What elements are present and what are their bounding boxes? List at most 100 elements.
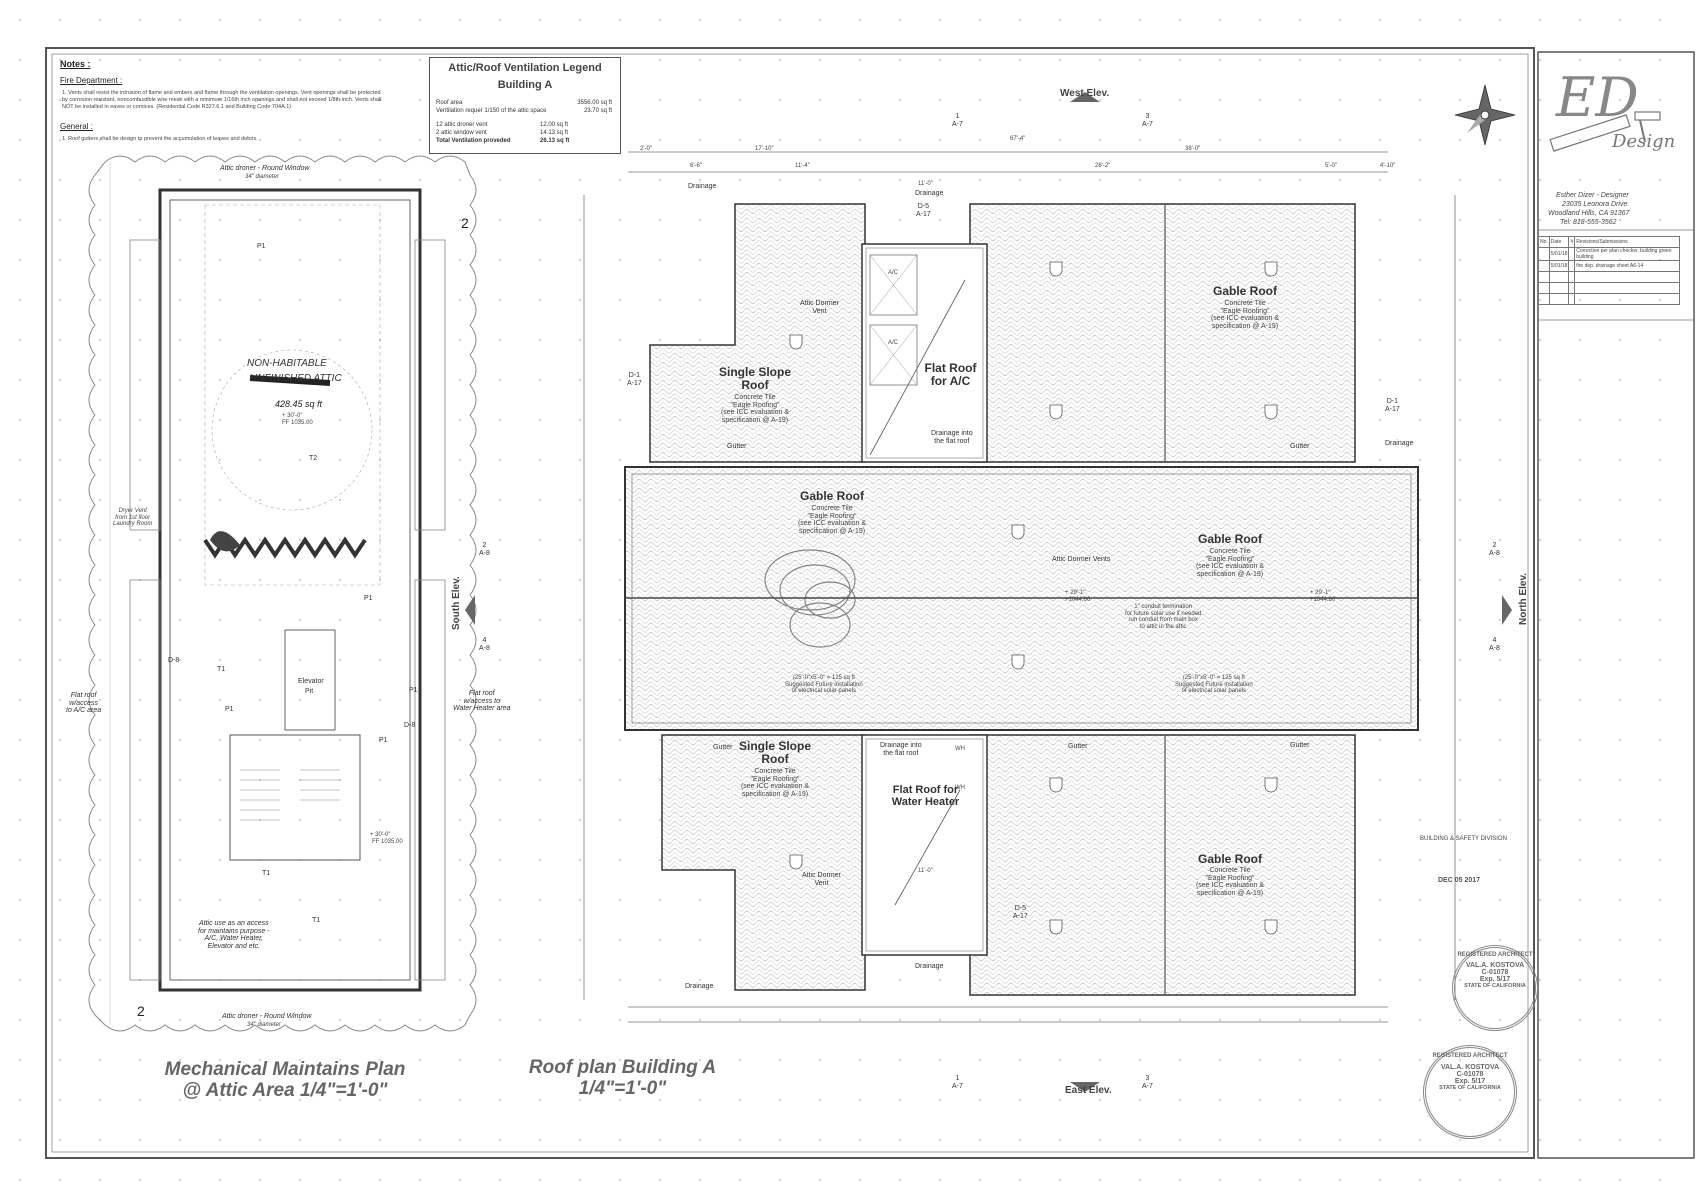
attic-label-1: NON-HABITABLE (247, 358, 327, 369)
legend-window-vent-label: 2 attic window vent (436, 130, 487, 136)
revisions-header-row: No. Date # Revisions/Submissions (1538, 236, 1680, 248)
table-row (1538, 293, 1680, 305)
attic-dormer-vents-note: Attic Dormer Vents (1052, 556, 1111, 563)
legend-roof-area-value: 3556.00 sq ft (577, 100, 612, 106)
stamp-exp: Exp. 5/17 (1454, 1078, 1486, 1085)
designer-logo (1549, 111, 1661, 152)
approval-date: DEC 05 2017 (1438, 877, 1481, 884)
tag-p1-a: P1 (257, 243, 266, 250)
attic-elev-2: FF 1035.00 (282, 420, 313, 426)
ac-label-1: A/C (888, 270, 899, 276)
stamp-name: VAL.A. KOSTOVA (1465, 962, 1525, 969)
attic-use-note: Attic use as an access for maintains pur… (198, 920, 270, 951)
architect-stamp-top: REGISTERED ARCHITECT VAL.A. KOSTOVA C-01… (1452, 945, 1538, 1031)
gable-roof-ne-sub: Concrete Tile "Eagle Roofing" (see ICC e… (1210, 300, 1280, 331)
drainage-flat-note-2: Drainage into the flat roof (880, 742, 922, 757)
section-tag-3-top: 3 A-7 (1142, 113, 1153, 128)
section-tag-2-left: 2 A-8 (479, 542, 490, 557)
east-elev-label: East Elev. (1065, 1085, 1112, 1096)
gutter-note-3: Gutter (713, 744, 733, 751)
north-elev-label: North Elev. (1518, 572, 1529, 625)
designer-phone: Tel: 818-555-3562 (1560, 219, 1617, 226)
elevator-label: Elevator (298, 678, 324, 685)
table-row: 5/01/18 Correction per plan checker, bui… (1538, 247, 1680, 261)
wh-label-2: WH (955, 785, 965, 791)
designer-address-1: 23035 Leonora Drive (1562, 201, 1628, 208)
conduit-note: 1" conduit termination for future solar … (1125, 604, 1202, 630)
revisions-table: No. Date # Revisions/Submissions 5/01/18… (1538, 236, 1680, 305)
flat-roof-ac-title: Flat Roof for A/C (924, 361, 977, 389)
section-tag-1-bottom: 1 A-7 (952, 1075, 963, 1090)
flat-roof-wh-note: Flat roof w/access to Water Heater area (453, 690, 511, 713)
logo-word: Design (1612, 131, 1676, 152)
rev-cell (1538, 260, 1550, 272)
table-row: 5/01/18 fire dep. drainage sheet A6-14 (1538, 260, 1680, 272)
architect-stamp-bottom: REGISTERED ARCHITECT VAL.A. KOSTOVA C-01… (1423, 1045, 1517, 1139)
tag-t1-a: T1 (217, 666, 226, 673)
drainage-flat-note-1: Drainage into the flat roof (931, 430, 973, 445)
stamp-exp: Exp. 5/17 (1479, 976, 1511, 983)
drainage-note-2: Drainage (915, 190, 944, 197)
rev-header-date: Date (1548, 236, 1570, 248)
legend-vent-req-value: 23.70 sq ft (583, 108, 612, 114)
top-window-dim: 34" diameter (245, 174, 279, 180)
flat-dim-top: 11'-0" (918, 181, 933, 187)
stamp-number: C-01078 (1456, 1071, 1484, 1078)
bottom-window-label: Attic droner - Round Window (222, 1013, 312, 1020)
tag-num-2-top: 2 (461, 215, 469, 231)
gutter-note-5: Gutter (1290, 742, 1310, 749)
gable-roof-east-sub: Concrete Tile "Eagle Roofing" (see ICC e… (1195, 548, 1265, 579)
dim-top-4: 38'-0" (1185, 146, 1201, 152)
tag-p1-e: P1 (379, 737, 388, 744)
single-slope-south-sub: Concrete Tile "Eagle Roofing" (see ICC e… (740, 768, 810, 799)
stamp-state: STATE OF CALIFORNIA (1439, 1085, 1501, 1091)
single-slope-north-title: Single Slope Roof (718, 365, 791, 393)
detail-tag-d5-top: D-5 A-17 (916, 203, 931, 218)
designer-name: Esther Dizer - Designer (1556, 192, 1629, 199)
attic-dormer-vent-note-1: Attic Dormer Vent (800, 300, 839, 315)
section-tag-3-bottom: 3 A-7 (1142, 1075, 1153, 1090)
flat-roof-wh-title: Flat Roof for Water Heater (891, 784, 960, 809)
flat-roof-ac-note: Flat roof w/access to A/C area (66, 692, 102, 715)
legend-total-value: 26.13 sq ft (540, 138, 570, 144)
attic-label-2: UNFINISHED ATTIC (250, 373, 342, 384)
gutter-note-2: Gutter (727, 443, 747, 450)
dim-top2-5: 4'-10" (1380, 163, 1396, 169)
bottom-window-dim: 34" diameter (247, 1022, 281, 1028)
top-window-label: Attic droner - Round Window (220, 165, 310, 172)
section-tag-4-right: 4 A-8 (1489, 637, 1500, 652)
tag-p1-c: P1 (225, 706, 234, 713)
legend-title-2: Building A (497, 78, 553, 91)
rev-header-desc: Revisions/Submissions (1574, 236, 1680, 248)
stamp-ring-top: REGISTERED ARCHITECT (1432, 1053, 1508, 1059)
tag-p1-d: P1 (409, 687, 418, 694)
stamp-number: C-01078 (1481, 969, 1509, 976)
attic-dormer-vent-note-2: Attic Dormer Vent (802, 872, 841, 887)
ridge-elev-east: + 29'-1" +1044.60 (1310, 590, 1336, 603)
general-text: 1. Roof gutters shall be design to preve… (62, 136, 258, 142)
tag-num-2-bottom: 2 (137, 1003, 145, 1019)
legend-total-label: Total Ventilation proveded (436, 138, 511, 144)
gutter-note-4: Gutter (1068, 743, 1088, 750)
tag-t1-c: T1 (312, 917, 321, 924)
elev2-label: + 30'-0" (370, 832, 391, 838)
drainage-note-3: Drainage (1385, 440, 1414, 447)
ventilation-legend: Attic/Roof Ventilation Legend Building A… (429, 57, 621, 154)
legend-roof-area-label: Roof area (436, 100, 463, 106)
logo-letters: ED (1556, 66, 1639, 129)
notes-title: Notes : (60, 59, 91, 69)
stamp-name: VAL.A. KOSTOVA (1440, 1064, 1500, 1071)
single-slope-south-title: Single Slope Roof (738, 739, 811, 767)
general-heading: General : (60, 122, 93, 131)
detail-tag-d1-west: D-1 A-17 (627, 372, 642, 387)
detail-tag-d1-east: D-1 A-17 (1385, 398, 1400, 413)
dim-top2-3: 28'-2" (1095, 163, 1111, 169)
rev-cell: 5/01/18 (1548, 260, 1570, 272)
wh-label-1: WH (955, 746, 965, 752)
elev2-ff: FF 1035.00 (372, 839, 403, 845)
west-elev-label: West Elev. (1060, 88, 1110, 99)
detail-tag-d8-right: D-8 (404, 722, 416, 729)
tag-t2: T2 (309, 455, 318, 462)
dim-top2-1: 6'-6" (690, 163, 702, 169)
